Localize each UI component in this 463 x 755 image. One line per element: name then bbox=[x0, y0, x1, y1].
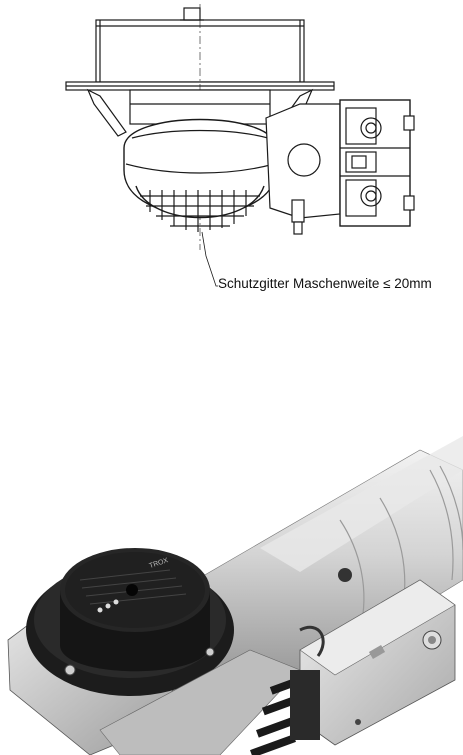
connector-plugs bbox=[250, 670, 320, 755]
actuator-unit bbox=[299, 579, 456, 746]
grille-callout-label: Schutzgitter Maschenweite ≤ 20mm bbox=[218, 276, 432, 291]
technical-drawing-side-view bbox=[65, 4, 415, 287]
cable bbox=[299, 625, 325, 657]
top-knob bbox=[183, 7, 201, 21]
lower-arm bbox=[99, 649, 301, 755]
callout-leader bbox=[201, 231, 218, 287]
product-render-3d: TROX bbox=[7, 436, 463, 755]
protective-grille bbox=[135, 185, 265, 232]
